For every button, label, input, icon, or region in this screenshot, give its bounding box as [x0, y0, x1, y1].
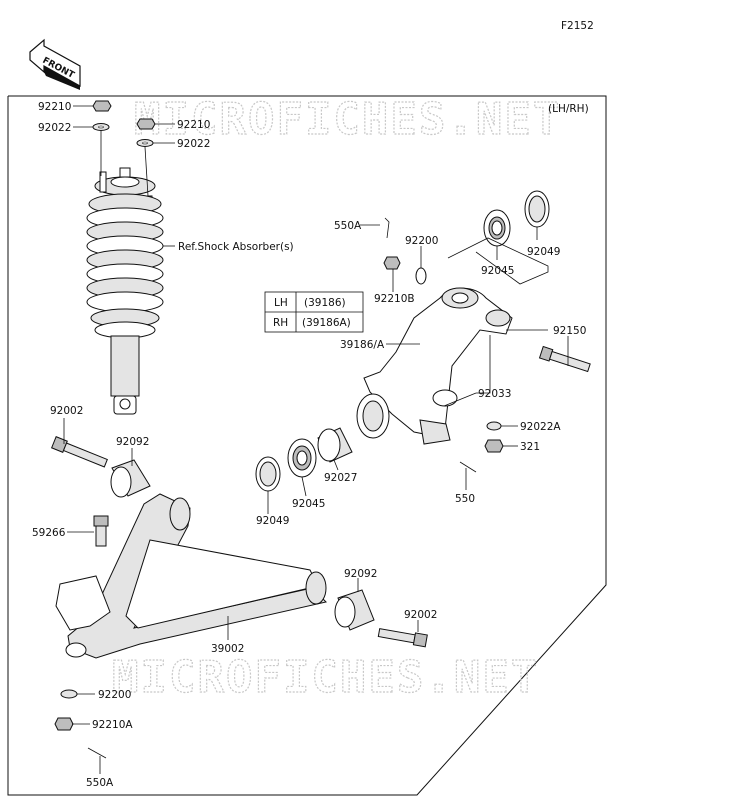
callout-label: 92049	[256, 515, 289, 527]
callout-label: 550	[455, 493, 475, 505]
leader-lines	[63, 105, 569, 774]
callout-label: 59266	[32, 527, 66, 539]
callout-label: 92033	[478, 388, 511, 400]
watermark-bottom: MICROFICHES.NET	[112, 652, 539, 703]
callout-label: 92022	[177, 138, 210, 150]
table-cell: (39186A)	[302, 317, 351, 329]
callout-label: 92002	[50, 405, 83, 417]
callout-label: 39002	[211, 643, 244, 655]
callout-label: 92210	[38, 101, 71, 113]
table-cell: LH	[274, 297, 288, 309]
callout-label: 92022	[38, 122, 71, 134]
shock-absorber	[86, 100, 164, 415]
callout-label: 92022A	[520, 421, 561, 433]
callout-label: 39186/A	[340, 339, 385, 351]
table-cell: (39186)	[304, 297, 346, 309]
table-cell: RH	[273, 317, 288, 329]
callout-labels: 92210 92022 92210 92022 550A 92200 92210…	[32, 101, 586, 789]
callout-label: 92200	[405, 235, 438, 247]
callout-label: 92049	[527, 246, 560, 258]
callout-label: 550A	[334, 220, 362, 232]
callout-label: 92045	[481, 265, 514, 277]
callout-label: 92092	[344, 568, 377, 580]
callout-label: 92210	[177, 119, 210, 131]
callout-label: 92002	[404, 609, 437, 621]
steering-knuckle	[255, 190, 591, 492]
callout-label: 92092	[116, 436, 149, 448]
variant-table: LH (39186) RH (39186A)	[264, 291, 364, 333]
diagram-frame	[7, 95, 607, 796]
callout-label: 92200	[98, 689, 131, 701]
callout-label: 92027	[324, 472, 357, 484]
callout-label: 550A	[86, 777, 114, 789]
callout-label: 92150	[553, 325, 586, 337]
callout-label: 92045	[292, 498, 325, 510]
callout-label: 92210B	[374, 293, 415, 305]
callout-label: 321	[520, 441, 540, 453]
ref-note: Ref.Shock Absorber(s)	[178, 241, 294, 253]
callout-label: 92210A	[92, 719, 133, 731]
a-arm	[50, 436, 428, 759]
side-note: (LH/RH)	[548, 103, 589, 115]
front-arrow-icon: FRONT	[29, 38, 81, 90]
figure-code: F2152	[561, 20, 594, 32]
watermark-top: MICROFICHES.NET	[134, 94, 561, 145]
